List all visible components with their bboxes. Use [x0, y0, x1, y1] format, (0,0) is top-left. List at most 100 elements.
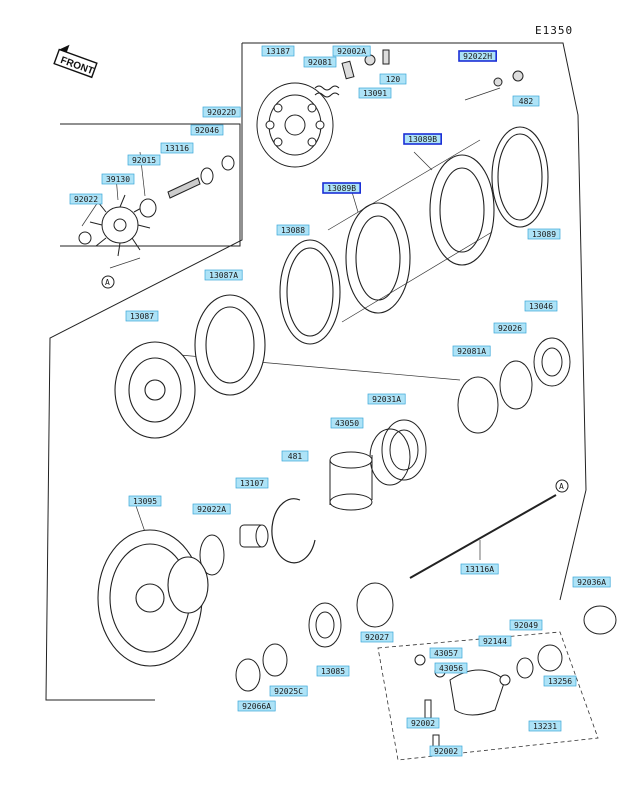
part-number: 92022	[74, 195, 98, 204]
part-label-13089[interactable]: 13089	[527, 228, 561, 240]
part-label-92144[interactable]: 92144	[478, 635, 512, 647]
part-label-92081a[interactable]: 92081A	[452, 345, 491, 357]
part-number: 13089B	[327, 184, 356, 193]
part-label-92046[interactable]: 92046	[190, 124, 224, 136]
part-label-92022d[interactable]: 92022D	[202, 106, 241, 118]
friction-plate-icon	[279, 126, 549, 345]
part-label-13095[interactable]: 13095	[128, 495, 162, 507]
part-label-13089b[interactable]: 13089B	[403, 133, 443, 145]
push-rod-icon	[409, 494, 557, 579]
part-number: 13107	[240, 479, 264, 488]
part-number: 43050	[335, 419, 359, 428]
part-number: 92022D	[207, 108, 236, 117]
circlip-icon	[271, 498, 316, 564]
part-label-92015[interactable]: 92015	[127, 154, 161, 166]
part-label-92066a[interactable]: 92066A	[237, 700, 276, 712]
part-label-13256[interactable]: 13256	[543, 675, 577, 687]
part-number: 13091	[363, 89, 387, 98]
part-number: 39130	[106, 175, 130, 184]
part-number: 92002	[411, 719, 435, 728]
part-label-92002a[interactable]: 92002A	[332, 45, 371, 57]
part-number: 13046	[529, 302, 553, 311]
part-label-13089b[interactable]: 13089B	[322, 182, 362, 194]
part-label-39130[interactable]: 39130	[101, 173, 135, 185]
part-label-482[interactable]: 482	[512, 95, 540, 107]
assembly-boundary	[45, 42, 587, 701]
part-number: 92144	[483, 637, 507, 646]
part-number: 13087	[130, 312, 154, 321]
part-number: 92015	[132, 156, 156, 165]
part-label-13046[interactable]: 13046	[524, 300, 558, 312]
bearing-icon	[329, 337, 571, 511]
part-label-92031a[interactable]: 92031A	[367, 393, 406, 405]
part-number: 43056	[439, 664, 463, 673]
part-label-13187[interactable]: 13187	[261, 45, 295, 57]
part-number: 92031A	[372, 395, 401, 404]
part-label-13085[interactable]: 13085	[316, 665, 350, 677]
part-number: 13116	[165, 144, 189, 153]
part-label-13087a[interactable]: 13087A	[204, 269, 243, 281]
part-label-13087[interactable]: 13087	[125, 310, 159, 322]
part-label-13116[interactable]: 13116	[160, 142, 194, 154]
part-label-92022[interactable]: 92022	[69, 193, 103, 205]
part-number: 13085	[321, 667, 345, 676]
part-label-92049[interactable]: 92049	[509, 619, 543, 631]
part-number: 92049	[514, 621, 538, 630]
part-label-481[interactable]: 481	[281, 450, 309, 462]
part-label-92002[interactable]: 92002	[406, 717, 440, 729]
diagram-code: E1350	[535, 24, 573, 37]
part-label-92025c[interactable]: 92025C	[269, 685, 308, 697]
part-number: 13187	[266, 47, 290, 56]
part-number: 92046	[195, 126, 219, 135]
part-label-92022a[interactable]: 92022A	[192, 503, 231, 515]
part-label-120[interactable]: 120	[379, 73, 407, 85]
clutch-spring-plate	[256, 82, 334, 168]
part-number: 92066A	[242, 702, 271, 711]
part-label-92081[interactable]: 92081	[303, 56, 337, 68]
part-number: 92022H	[463, 52, 492, 61]
part-label-43050[interactable]: 43050	[330, 417, 364, 429]
part-number: 13095	[133, 497, 157, 506]
clutch-hub-icon	[114, 294, 266, 439]
part-label-92002[interactable]: 92002	[429, 745, 463, 757]
part-number: 92081A	[457, 347, 486, 356]
part-number: 92081	[308, 58, 332, 67]
part-label-13231[interactable]: 13231	[528, 720, 562, 732]
part-label-13107[interactable]: 13107	[235, 477, 269, 489]
part-number: 43057	[434, 649, 458, 658]
part-label-92027[interactable]: 92027	[360, 631, 394, 643]
part-number: 13089	[532, 230, 556, 239]
part-label-92022h[interactable]: 92022H	[458, 50, 498, 62]
part-number: 92002A	[337, 47, 366, 56]
part-number: 13087A	[209, 271, 238, 280]
part-number: 13089B	[408, 135, 437, 144]
part-label-13116a[interactable]: 13116A	[460, 563, 499, 575]
part-number: 13116A	[465, 565, 494, 574]
part-label-13088[interactable]: 13088	[276, 224, 310, 236]
front-label: FRONT	[59, 55, 95, 77]
part-number: 13231	[533, 722, 557, 731]
svg-text:A: A	[559, 482, 564, 491]
collar-icon	[199, 524, 269, 576]
part-label-92026[interactable]: 92026	[493, 322, 527, 334]
part-number: 92026	[498, 324, 522, 333]
part-label-13091[interactable]: 13091	[358, 87, 392, 99]
impeller-icon	[78, 155, 235, 257]
ref-marker-a-1: A	[101, 275, 115, 289]
part-label-43057[interactable]: 43057	[429, 647, 463, 659]
part-number: 92025C	[274, 687, 303, 696]
part-label-43056[interactable]: 43056	[434, 662, 468, 674]
part-number: 13088	[281, 226, 305, 235]
part-number: 481	[288, 452, 303, 461]
part-number: 92036A	[577, 578, 606, 587]
part-number: 120	[386, 75, 401, 84]
driven-gear-icon	[97, 529, 209, 667]
part-number: 92002	[434, 747, 458, 756]
part-label-92036a[interactable]: 92036A	[572, 576, 611, 588]
front-arrow-icon: FRONT	[53, 44, 98, 79]
part-number: 92027	[365, 633, 389, 642]
clutch-spring-icon	[314, 85, 340, 98]
